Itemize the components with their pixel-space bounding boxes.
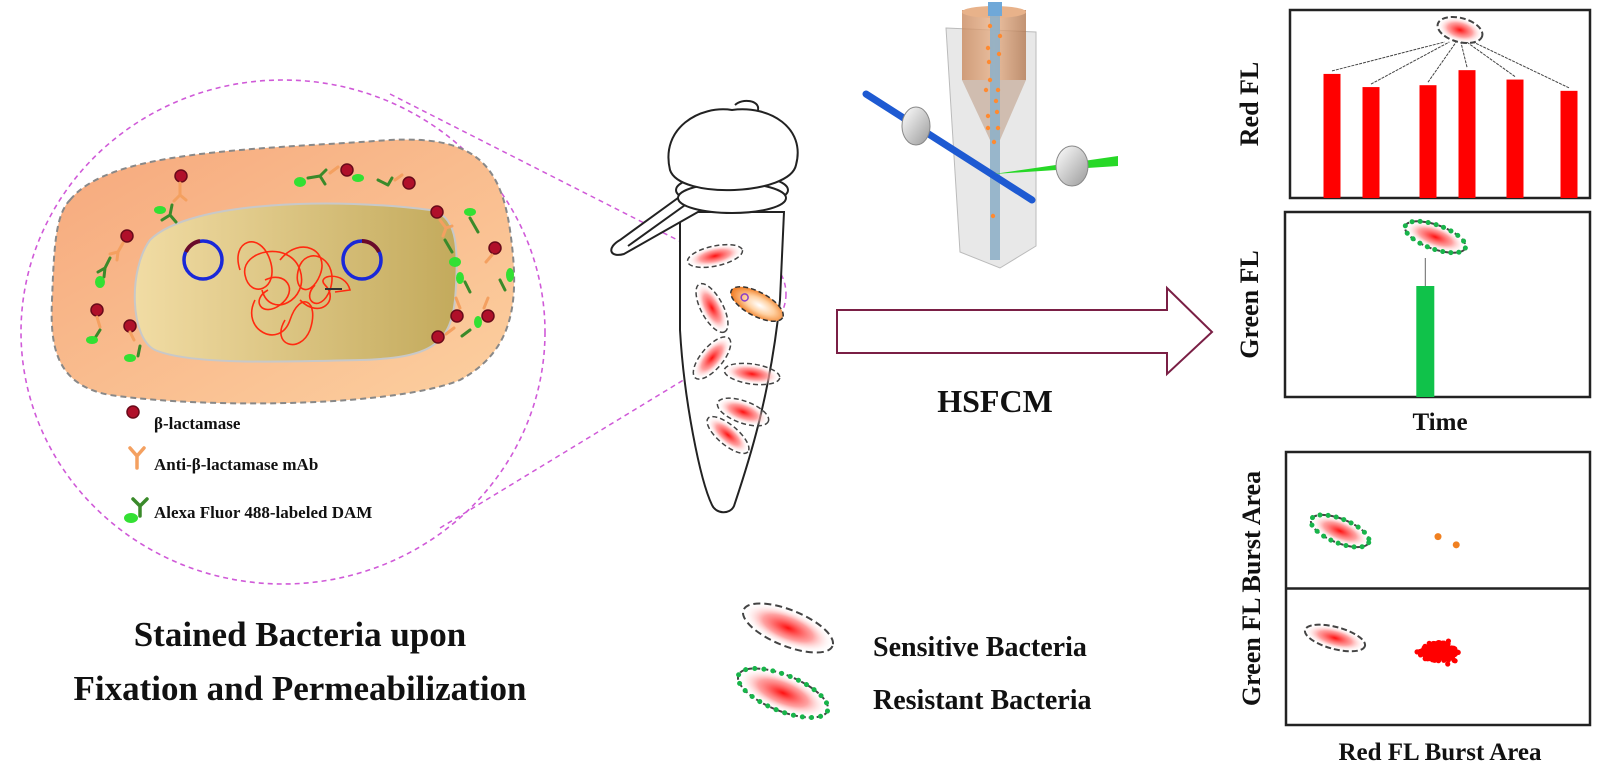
green-fl-bar bbox=[1416, 286, 1435, 397]
caption-line-1: Stained Bacteria upon bbox=[134, 615, 467, 654]
legend-label-sensitive: Sensitive Bacteria bbox=[873, 632, 1087, 663]
beta-lactamase-molecules bbox=[90, 163, 502, 344]
legend-item-sensitive: Sensitive Bacteria bbox=[741, 602, 1087, 663]
bar-link-line bbox=[1331, 41, 1445, 72]
bar-link-line bbox=[1427, 41, 1457, 83]
bar-link-line bbox=[1370, 41, 1450, 85]
legend-label-resistant: Resistant Bacteria bbox=[873, 685, 1092, 716]
sensitive-gate-bacterium bbox=[1303, 623, 1367, 653]
legend-item-resistant: Resistant Bacteria bbox=[735, 665, 1092, 721]
sensitive-event-point bbox=[1445, 661, 1451, 667]
legend-label-beta-lactamase: β-lactamase bbox=[154, 414, 241, 433]
legend-item-beta-lactamase: β-lactamase bbox=[126, 405, 241, 433]
plasmid-right bbox=[341, 239, 383, 281]
red-fl-bar bbox=[1560, 90, 1578, 198]
tube-bacteria bbox=[686, 243, 784, 455]
red-fl-time-chart: Red FL bbox=[1235, 8, 1592, 200]
hsfcm-label: HSFCM bbox=[937, 383, 1053, 419]
red-burst-axis-label: Red FL Burst Area bbox=[1338, 739, 1542, 766]
zoom-circle bbox=[20, 79, 546, 585]
chart1-bacterium bbox=[1436, 15, 1484, 45]
time-axis-label: Time bbox=[1412, 409, 1467, 436]
tube-cap bbox=[667, 108, 799, 192]
orange-antibody-icon bbox=[128, 446, 146, 470]
fluorophore-icon bbox=[124, 513, 138, 523]
red-fl-axis-label: Red FL bbox=[1235, 62, 1264, 147]
green-antibody-icon bbox=[131, 497, 149, 518]
green-fl-time-chart: Green FL Time bbox=[1235, 210, 1592, 436]
bacterium-cell bbox=[50, 138, 516, 405]
caption-line-2: Fixation and Permeabilization bbox=[73, 669, 526, 708]
blue-laser bbox=[862, 90, 1036, 204]
bar-link-line bbox=[1466, 41, 1516, 77]
chart2-bacterium bbox=[1402, 218, 1469, 256]
resistant-event-point bbox=[1452, 541, 1460, 549]
red-fl-bar bbox=[1362, 87, 1380, 198]
blue-laser-lens bbox=[901, 106, 931, 146]
beta-lactamase-icon bbox=[126, 405, 140, 419]
fluorophore-blobs bbox=[86, 174, 514, 362]
sensitive-event-point bbox=[1451, 651, 1457, 657]
sensitive-event-point bbox=[1418, 648, 1424, 654]
bar-link-line bbox=[1460, 41, 1468, 68]
legend-label-dam: Alexa Fluor 488-labeled DAM bbox=[154, 503, 372, 522]
cytoplasm bbox=[133, 202, 458, 363]
legend-label-mab: Anti-β-lactamase mAb bbox=[154, 455, 318, 474]
sample-stream bbox=[990, 4, 1000, 260]
alexa-fluor-dam bbox=[93, 168, 507, 358]
sensitive-event-point bbox=[1449, 646, 1455, 653]
process-arrow bbox=[836, 285, 1214, 377]
green-burst-axis-label: Green FL Burst Area bbox=[1237, 471, 1266, 706]
sensitive-event-point bbox=[1445, 638, 1452, 644]
green-fl-axis-label: Green FL bbox=[1235, 250, 1264, 359]
cell-legend: β-lactamase Anti-β-lactamase mAb Alexa F… bbox=[124, 405, 372, 523]
red-fl-bar bbox=[1419, 85, 1437, 198]
bacteria-legend: Sensitive Bacteria Resistant Bacteria bbox=[735, 602, 1092, 721]
resistant-bacterium-icon bbox=[735, 665, 831, 721]
red-fl-bar bbox=[1458, 70, 1476, 198]
bar-link-line bbox=[1472, 41, 1570, 89]
highlighted-bacterium bbox=[730, 285, 784, 323]
sensitive-event-point bbox=[1433, 649, 1439, 656]
red-fl-bar bbox=[1506, 79, 1524, 198]
sensitive-event-point bbox=[1437, 652, 1443, 658]
chromosome-dna bbox=[237, 241, 351, 346]
resistant-event-point bbox=[1434, 533, 1442, 541]
sensitive-event-point bbox=[1429, 657, 1436, 663]
antibody-complexes bbox=[86, 163, 514, 362]
detector-lens bbox=[1055, 145, 1089, 187]
red-fl-bar bbox=[1323, 73, 1341, 198]
sensitive-event-point bbox=[1433, 641, 1440, 648]
legend-item-dam: Alexa Fluor 488-labeled DAM bbox=[124, 497, 372, 523]
plasmid-left bbox=[182, 239, 224, 281]
sensitive-bacterium-icon bbox=[741, 602, 835, 654]
flow-cytometer-illustration bbox=[862, 2, 1118, 269]
resistant-gate-bacterium bbox=[1308, 512, 1372, 550]
anti-beta-lactamase-mab bbox=[95, 165, 494, 342]
sensitive-event-point bbox=[1452, 658, 1458, 664]
legend-item-mab: Anti-β-lactamase mAb bbox=[128, 446, 318, 474]
